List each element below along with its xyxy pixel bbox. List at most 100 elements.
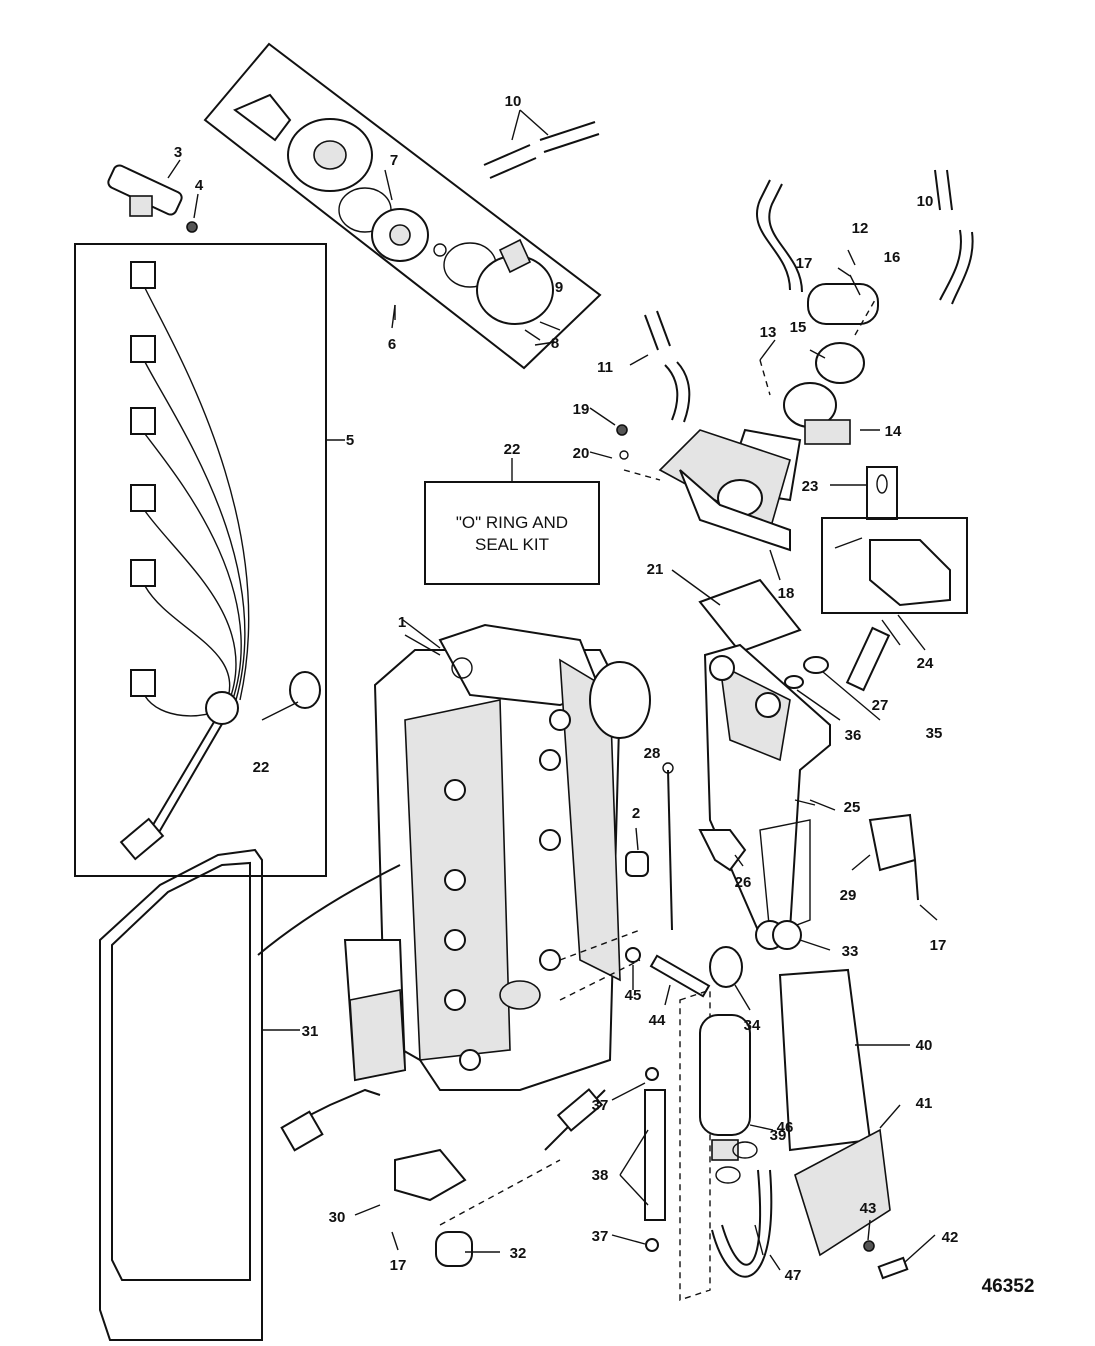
callout-22b: 22 bbox=[253, 759, 270, 776]
bushing-33 bbox=[772, 920, 802, 950]
washer-4 bbox=[186, 221, 198, 233]
callout-17a: 17 bbox=[796, 255, 813, 272]
kit-line1: "O" RING AND bbox=[456, 513, 568, 532]
harness-plug bbox=[119, 817, 165, 861]
gasket-21 bbox=[698, 578, 802, 654]
oring-22 bbox=[289, 671, 321, 709]
callout-28: 28 bbox=[644, 745, 661, 762]
callout-29: 29 bbox=[840, 887, 857, 904]
callout-18: 18 bbox=[778, 585, 795, 602]
washer-45 bbox=[625, 947, 641, 963]
gasket-31 bbox=[99, 848, 401, 1341]
shield-40 bbox=[778, 968, 872, 1152]
plate-18 bbox=[679, 469, 791, 552]
callout-32: 32 bbox=[510, 1245, 527, 1262]
callout-5: 5 bbox=[346, 432, 354, 449]
callout-36: 36 bbox=[845, 727, 862, 744]
fitting-26 bbox=[698, 829, 747, 872]
callout-37b: 37 bbox=[592, 1228, 609, 1245]
callout-21: 21 bbox=[647, 561, 664, 578]
callout-43: 43 bbox=[860, 1200, 877, 1217]
small-parts bbox=[625, 762, 919, 950]
bracket-30 bbox=[394, 1148, 467, 1202]
bolt-bushing bbox=[559, 929, 743, 1001]
callout-35: 35 bbox=[926, 725, 943, 742]
callout-25: 25 bbox=[844, 799, 861, 816]
callout-45: 45 bbox=[625, 987, 642, 1004]
callout-4: 4 bbox=[195, 177, 204, 194]
pump-box-frame bbox=[203, 42, 602, 370]
rod-28 bbox=[667, 769, 673, 931]
housing-plug bbox=[280, 1110, 324, 1152]
callout-19: 19 bbox=[573, 401, 590, 418]
cover-25 bbox=[703, 643, 831, 950]
leader-lines bbox=[354, 249, 938, 1271]
harness-wires bbox=[144, 287, 250, 717]
harness-assembly bbox=[74, 243, 345, 877]
cover-box bbox=[821, 517, 968, 614]
callout-31: 31 bbox=[302, 1023, 319, 1040]
callout-17c: 17 bbox=[390, 1257, 407, 1274]
callout-12: 12 bbox=[852, 220, 869, 237]
callout-38: 38 bbox=[592, 1167, 609, 1184]
callout-9: 9 bbox=[555, 279, 563, 296]
seal-15 bbox=[815, 342, 865, 384]
callout-1: 1 bbox=[398, 614, 406, 631]
cover-assembly-24 bbox=[821, 466, 968, 614]
hose-47 bbox=[711, 1169, 773, 1278]
housing-bosses bbox=[444, 657, 571, 1071]
harness-connectors bbox=[130, 261, 156, 697]
callout-30: 30 bbox=[329, 1209, 346, 1226]
callout-39: 39 bbox=[770, 1127, 787, 1144]
diaphragm-16 bbox=[807, 283, 879, 325]
callout-23: 23 bbox=[802, 478, 819, 495]
fasteners-27-35-36 bbox=[784, 619, 901, 721]
callout-37a: 37 bbox=[592, 1097, 609, 1114]
bolt-44 bbox=[649, 954, 711, 998]
callout-14: 14 bbox=[885, 423, 902, 440]
harness-box-frame bbox=[74, 243, 327, 877]
bushing-2 bbox=[625, 851, 649, 877]
callout-44: 44 bbox=[649, 1012, 666, 1029]
callout-42: 42 bbox=[942, 1229, 959, 1246]
callout-2: 2 bbox=[632, 805, 640, 822]
pump-assembly-6 bbox=[203, 42, 602, 370]
callout-6: 6 bbox=[388, 336, 396, 353]
callout-20: 20 bbox=[573, 445, 590, 462]
sensor-29 bbox=[868, 813, 917, 872]
callout-24: 24 bbox=[917, 655, 934, 672]
callout-22a: 22 bbox=[504, 441, 521, 458]
callout-10a: 10 bbox=[505, 93, 522, 110]
callout-11: 11 bbox=[597, 359, 613, 376]
callout-46: 46 bbox=[777, 1119, 794, 1136]
callout-16: 16 bbox=[884, 249, 901, 266]
main-housing-1 bbox=[280, 623, 651, 1152]
pump-body bbox=[589, 661, 651, 739]
hoses-10-12 bbox=[483, 109, 974, 305]
callout-40: 40 bbox=[916, 1037, 933, 1054]
callout-7: 7 bbox=[390, 152, 398, 169]
kit-line2: SEAL KIT bbox=[475, 535, 549, 554]
callout-41: 41 bbox=[916, 1095, 933, 1112]
callout-13: 13 bbox=[760, 324, 777, 341]
callout-27: 27 bbox=[872, 697, 889, 714]
fuel-system-lower bbox=[394, 989, 773, 1301]
callout-10b: 10 bbox=[917, 193, 934, 210]
harness-junction bbox=[205, 691, 239, 725]
oring-kit: "O" RING AND SEAL KIT bbox=[424, 458, 600, 585]
callout-33: 33 bbox=[842, 943, 859, 960]
kit-box bbox=[424, 481, 600, 585]
figure-number: 46352 bbox=[982, 1276, 1035, 1297]
callout-26: 26 bbox=[735, 874, 752, 891]
sensor-3 bbox=[107, 159, 199, 233]
callout-34: 34 bbox=[744, 1017, 761, 1034]
pump-46 bbox=[699, 1014, 751, 1136]
hose-38 bbox=[644, 1089, 666, 1221]
callout-3: 3 bbox=[174, 144, 182, 161]
regulator-assembly bbox=[616, 283, 879, 552]
shield-41 bbox=[794, 1128, 891, 1257]
bushing-34 bbox=[709, 946, 743, 988]
callout-8: 8 bbox=[551, 335, 559, 352]
callout-labels: 1 2 3 4 5 6 7 8 9 10 10 11 12 13 14 15 1… bbox=[174, 93, 959, 1284]
